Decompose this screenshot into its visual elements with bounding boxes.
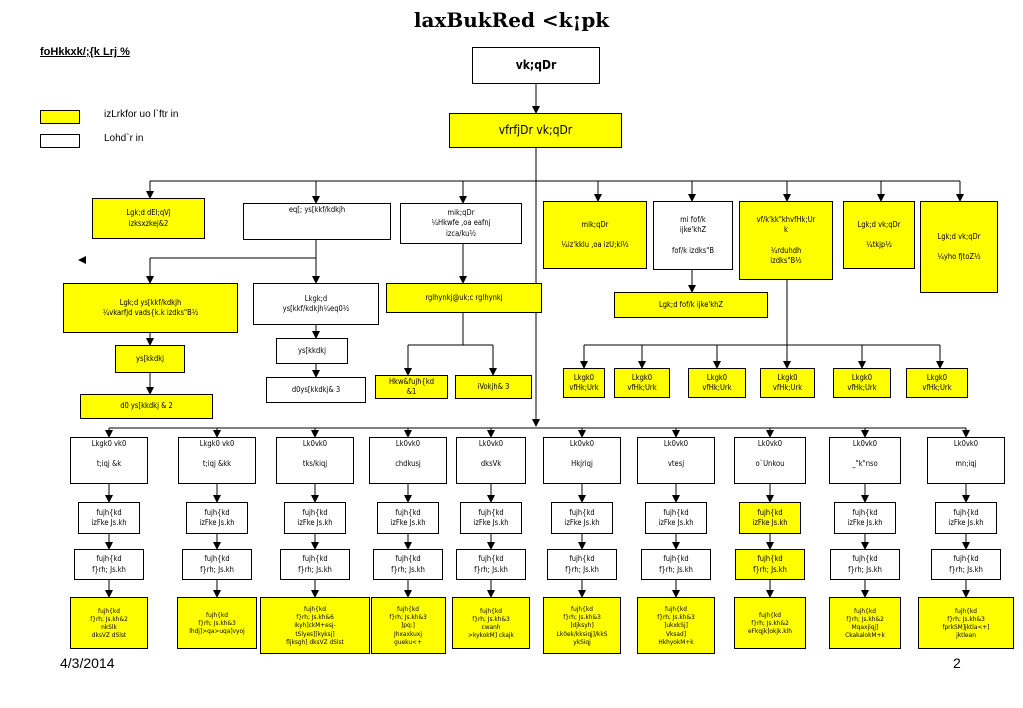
inspector-grade1-box[interactable]: fujh{kd izFke Js.kh <box>935 502 997 534</box>
page-title: laxBukRed <k¡pk <box>413 8 610 32</box>
legend-label-proposed: izLrkfor uo l`ftr in <box>104 109 179 120</box>
legend-swatch-sanctioned <box>40 134 80 148</box>
regional-office-box[interactable]: Lk0vk0 tks/kiqj <box>276 437 354 484</box>
inspector-grade2-district-box[interactable]: fujh{kd f}rh; Js.kh&2 nkSlk dksVZ dSlst <box>70 597 148 649</box>
regional-office-box[interactable]: Lk0vk0 _"k"nso <box>829 437 901 484</box>
regional-office-box[interactable]: Lk0vk0 Hkjriqj <box>543 437 621 484</box>
inspector-grade1-box[interactable]: fujh{kd izFke Js.kh <box>739 502 801 534</box>
inspector-grade2-district-box[interactable]: fujh{kd f}rh; Js.kh&3 ]ukxkSj] Vksad] Hk… <box>637 597 715 654</box>
junior-accountant-box[interactable]: d0 ys[kkdkj & 2 <box>80 394 213 419</box>
deputy-commissioner-admin-box[interactable]: mik;qDr ¼iz'kklu ,oa izU;kl½ <box>543 201 647 269</box>
inspector-grade2-box[interactable]: fujh{kd f}rh; Js.kh <box>547 549 617 580</box>
asst-accounts-officer-hq-box[interactable]: Lkgk;d ys[kkf/kdkjh¼eq0½ <box>253 283 379 325</box>
asst-engineer-box-4[interactable]: Lkgk0 vfHk;Urk <box>760 368 815 398</box>
inspector-grade2-district-box[interactable]: fujh{kd f}rh; Js.kh&3 ]djksyh] Lk0ek/kks… <box>543 597 621 654</box>
asst-computer-programmer-box[interactable]: Lgk;d dEI;qVj izksxzkej&2 <box>92 198 205 239</box>
land-inspector-box[interactable]: Hkw&fujh{kd &1 <box>375 375 448 399</box>
inspector-grade2-box[interactable]: fujh{kd f}rh; Js.kh <box>182 549 252 580</box>
patwari-box[interactable]: iVokjh& 3 <box>455 375 532 399</box>
asst-engineer-box-2[interactable]: Lkgk0 vfHk;Urk <box>614 368 670 398</box>
chief-accounts-officer-box[interactable]: eq[; ys[kkf/kdkjh <box>243 203 391 240</box>
tehsildar-box[interactable]: rglhynkj@uk;c rglhynkj <box>386 283 542 313</box>
inspector-grade2-district-box[interactable]: fujh{kd f}rh; Js.kh&3 ]pq:] Jhxaxkuxj gu… <box>370 597 446 654</box>
commissioner-box[interactable]: vk;qDr <box>472 47 600 84</box>
inspector-grade2-box[interactable]: fujh{kd f}rh; Js.kh <box>373 549 443 580</box>
regional-office-box[interactable]: Lk0vk0 o`Unkou <box>734 437 806 484</box>
inspector-grade2-box[interactable]: fujh{kd f}rh; Js.kh <box>931 549 1001 580</box>
inspector-grade2-box[interactable]: fujh{kd f}rh; Js.kh <box>735 549 805 580</box>
inspector-grade1-box[interactable]: fujh{kd izFke Js.kh <box>78 502 140 534</box>
accountant-box-1[interactable]: ys[kkdkj <box>115 345 185 373</box>
deputy-commissioner-land-box[interactable]: mik;qDr ¼Hkwfe ,oa eafnj izca/ku½ <box>400 203 522 244</box>
inspector-grade1-box[interactable]: fujh{kd izFke Js.kh <box>645 502 707 534</box>
legend-heading: foHkkxk/;{k Lrj % <box>40 46 130 58</box>
inspector-grade2-box[interactable]: fujh{kd f}rh; Js.kh <box>456 549 526 580</box>
regional-office-box[interactable]: Lk0vk0 dksVk <box>456 437 526 484</box>
junior-accountant-box-2[interactable]: d0ys[kkdkj& 3 <box>266 377 366 403</box>
asst-commissioner-inquiry-box[interactable]: Lgk;d vk;qDr ¼tkjp½ <box>843 201 915 269</box>
asst-engineer-box-1[interactable]: Lkgk0 vfHk;Urk <box>563 368 605 398</box>
arrowhead-left-marker <box>78 256 86 264</box>
inspector-grade1-box[interactable]: fujh{kd izFke Js.kh <box>551 502 613 534</box>
asst-accounts-officer-internal-audit-box[interactable]: Lgk;d ys[kkf/kdkjh ¼vkarfjd vads{k.k izd… <box>63 283 238 333</box>
footer-page-number: 2 <box>953 655 961 671</box>
inspector-grade2-district-box[interactable]: fujh{kd f}rh; Js.kh&3 lhdj]>qa>uqa]vyoj <box>177 597 257 649</box>
inspector-grade1-box[interactable]: fujh{kd izFke Js.kh <box>284 502 346 534</box>
asst-engineer-box-3[interactable]: Lkgk0 vfHk;Urk <box>688 368 746 398</box>
inspector-grade2-box[interactable]: fujh{kd f}rh; Js.kh <box>280 549 350 580</box>
executive-engineer-box[interactable]: vf/k'kk"khvfHk;Ur k ¼rduhdh izdks"B½ <box>739 201 833 280</box>
inspector-grade1-box[interactable]: fujh{kd izFke Js.kh <box>186 502 248 534</box>
footer-date: 4/3/2014 <box>60 655 115 671</box>
inspector-grade2-district-box[interactable]: fujh{kd f}rh; Js.kh&2 Mqaxjiqj] Ckakalok… <box>829 597 901 649</box>
inspector-grade2-box[interactable]: fujh{kd f}rh; Js.kh <box>641 549 711 580</box>
inspector-grade1-box[interactable]: fujh{kd izFke Js.kh <box>377 502 439 534</box>
asst-commissioner-leave-reserve-box[interactable]: Lgk;d vk;qDr ¼yho fjtoZ½ <box>920 201 998 293</box>
legend-label-sanctioned: Lohd`r in <box>104 133 144 144</box>
asst-engineer-box-6[interactable]: Lkgk0 vfHk;Urk <box>906 368 968 398</box>
inspector-grade2-district-box[interactable]: fujh{kd f}rh; Js.kh&6 ikyh]ckM+esj- tSly… <box>260 597 370 654</box>
additional-commissioner-box[interactable]: vfrfjDr vk;qDr <box>449 113 622 148</box>
inspector-grade2-district-box[interactable]: fujh{kd f}rh; Js.kh&3 fprkSM]jktla<+] jk… <box>918 597 1014 649</box>
inspector-grade2-district-box[interactable]: fujh{kd f}rh; Js.kh&2 eFkqjk]okjk.klh <box>734 597 806 649</box>
inspector-grade1-box[interactable]: fujh{kd izFke Js.kh <box>460 502 522 534</box>
inspector-grade2-district-box[interactable]: fujh{kd f}rh; Js.kh&3 cwanh >kykokM] cka… <box>452 597 530 649</box>
inspector-grade2-box[interactable]: fujh{kd f}rh; Js.kh <box>74 549 144 580</box>
regional-office-box[interactable]: Lkgk0 vk0 t;iqj &kk <box>178 437 256 484</box>
regional-office-box[interactable]: Lk0vk0 vtesj <box>637 437 715 484</box>
regional-office-box[interactable]: Lk0vk0 chdkusj <box>369 437 447 484</box>
asst-legal-advisor-box[interactable]: Lgk;d fof/k ijke'khZ <box>614 292 768 318</box>
legend-swatch-proposed <box>40 110 80 124</box>
regional-office-box[interactable]: Lk0vk0 mn;iqj <box>927 437 1005 484</box>
inspector-grade1-box[interactable]: fujh{kd izFke Js.kh <box>834 502 896 534</box>
asst-engineer-box-5[interactable]: Lkgk0 vfHk;Urk <box>833 368 891 398</box>
accountant-box-2[interactable]: ys[kkdkj <box>276 338 348 364</box>
inspector-grade2-box[interactable]: fujh{kd f}rh; Js.kh <box>830 549 900 580</box>
regional-office-box[interactable]: Lkgk0 vk0 t;iqj &k <box>70 437 148 484</box>
deputy-legal-advisor-box[interactable]: mi fof/k ijke'khZ fof/k izdks"B <box>653 201 733 270</box>
